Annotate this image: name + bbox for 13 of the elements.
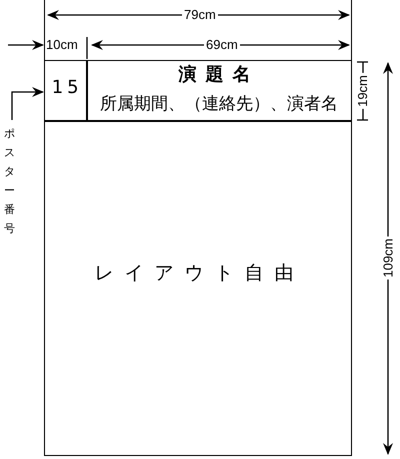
layout-note: レイアウト自由 [94, 262, 305, 285]
author-text: 所属期間、（連絡先）、演者名 [99, 94, 340, 115]
poster-number-cell [44, 60, 87, 121]
dimension-label: 109cm [381, 236, 396, 280]
dimension-label: 19cm [356, 73, 370, 109]
title-cell [86, 60, 352, 121]
poster-number-label: ポスター番号 [4, 126, 16, 237]
dimension-label: 10cm [45, 38, 79, 52]
title-text: 演題名 [177, 64, 261, 86]
poster-number: 15 [52, 77, 83, 99]
dimension-label: 69cm [204, 38, 240, 52]
dimension-label: 79cm [182, 8, 218, 22]
leader-line [11, 87, 44, 120]
